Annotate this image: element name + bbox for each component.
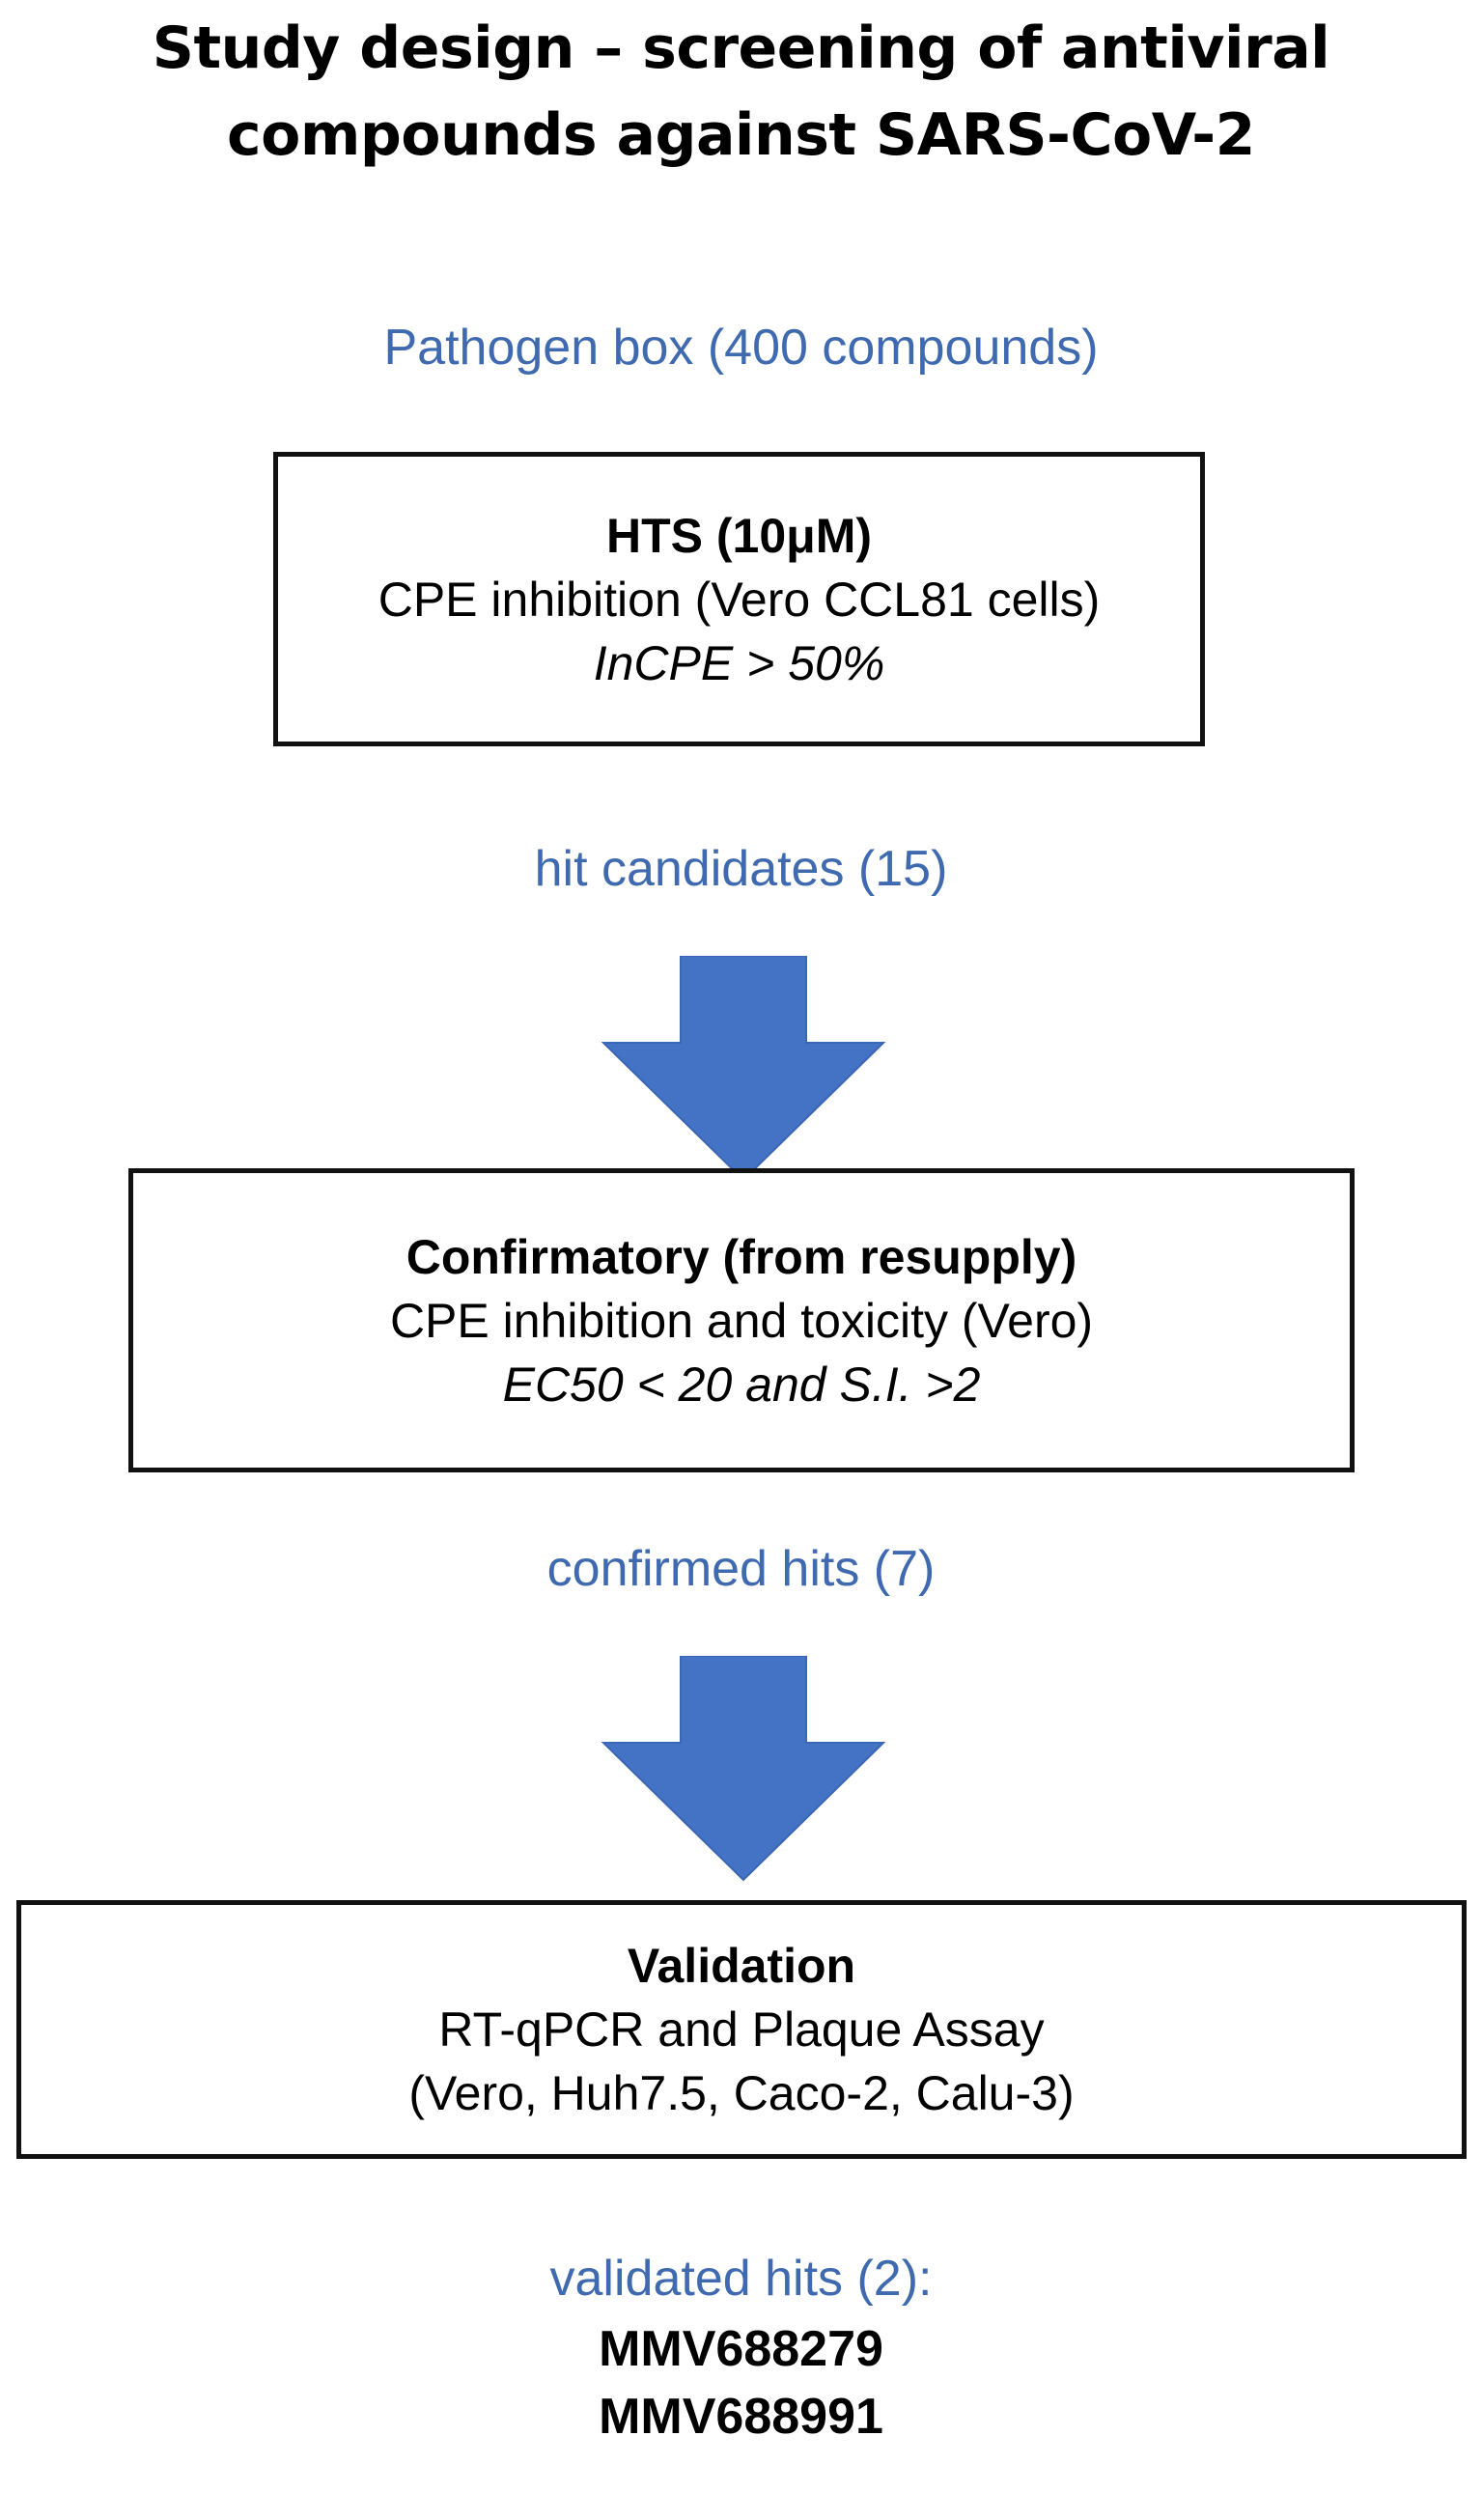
validation-method: RT-qPCR and Plaque Assay xyxy=(438,2002,1045,2057)
down-arrow-2 xyxy=(601,1656,886,1882)
hts-box: HTS (10μM) CPE inhibition (Vero CCL81 ce… xyxy=(273,452,1205,746)
hts-criterion: InCPE > 50% xyxy=(593,635,885,690)
confirmatory-method: CPE inhibition and toxicity (Vero) xyxy=(389,1293,1094,1348)
title-line-1: Study design – screening of antiviral xyxy=(152,14,1330,82)
hts-method: CPE inhibition (Vero CCL81 cells) xyxy=(377,572,1101,627)
diagram-title: Study design – screening of antiviral co… xyxy=(0,0,1482,179)
validation-box: Validation RT-qPCR and Plaque Assay (Ver… xyxy=(16,1900,1467,2159)
validated-hits-label: validated hits (2): xyxy=(549,2251,933,2307)
pathogen-box-label: Pathogen box (400 compounds) xyxy=(383,320,1099,376)
hit-candidates-label: hit candidates (15) xyxy=(534,841,948,897)
validation-heading: Validation xyxy=(627,1939,856,1993)
down-arrow-1 xyxy=(601,956,886,1182)
hts-heading: HTS (10μM) xyxy=(605,508,873,563)
confirmatory-box: Confirmatory (from resupply) CPE inhibit… xyxy=(128,1168,1355,1472)
validation-cell-lines: (Vero, Huh7.5, Caco-2, Calu-3) xyxy=(408,2066,1075,2120)
confirmatory-criterion: EC50 < 20 and S.I. >2 xyxy=(502,1357,981,1412)
validated-hit-2: MMV688991 xyxy=(599,2389,883,2445)
confirmed-hits-label: confirmed hits (7) xyxy=(546,1541,936,1597)
confirmatory-heading: Confirmatory (from resupply) xyxy=(405,1229,1077,1284)
title-line-2: compounds against SARS-CoV-2 xyxy=(227,101,1255,169)
validated-hit-1: MMV688279 xyxy=(599,2321,883,2377)
